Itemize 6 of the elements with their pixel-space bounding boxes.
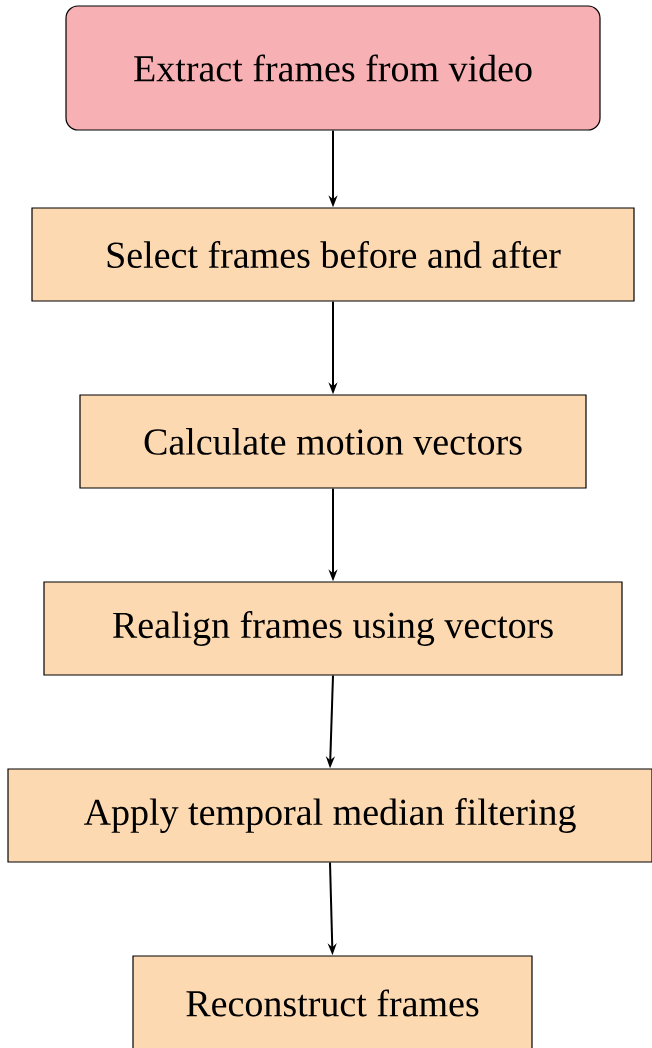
process-box: Apply temporal median filtering [7, 768, 652, 863]
process-box: Reconstruct frames [132, 955, 533, 1048]
process-box: Realign frames using vectors [43, 581, 623, 676]
process-box: Select frames before and after [31, 207, 635, 302]
start-box: Extract frames from video [65, 5, 601, 131]
process-box: Calculate motion vectors [79, 394, 587, 489]
